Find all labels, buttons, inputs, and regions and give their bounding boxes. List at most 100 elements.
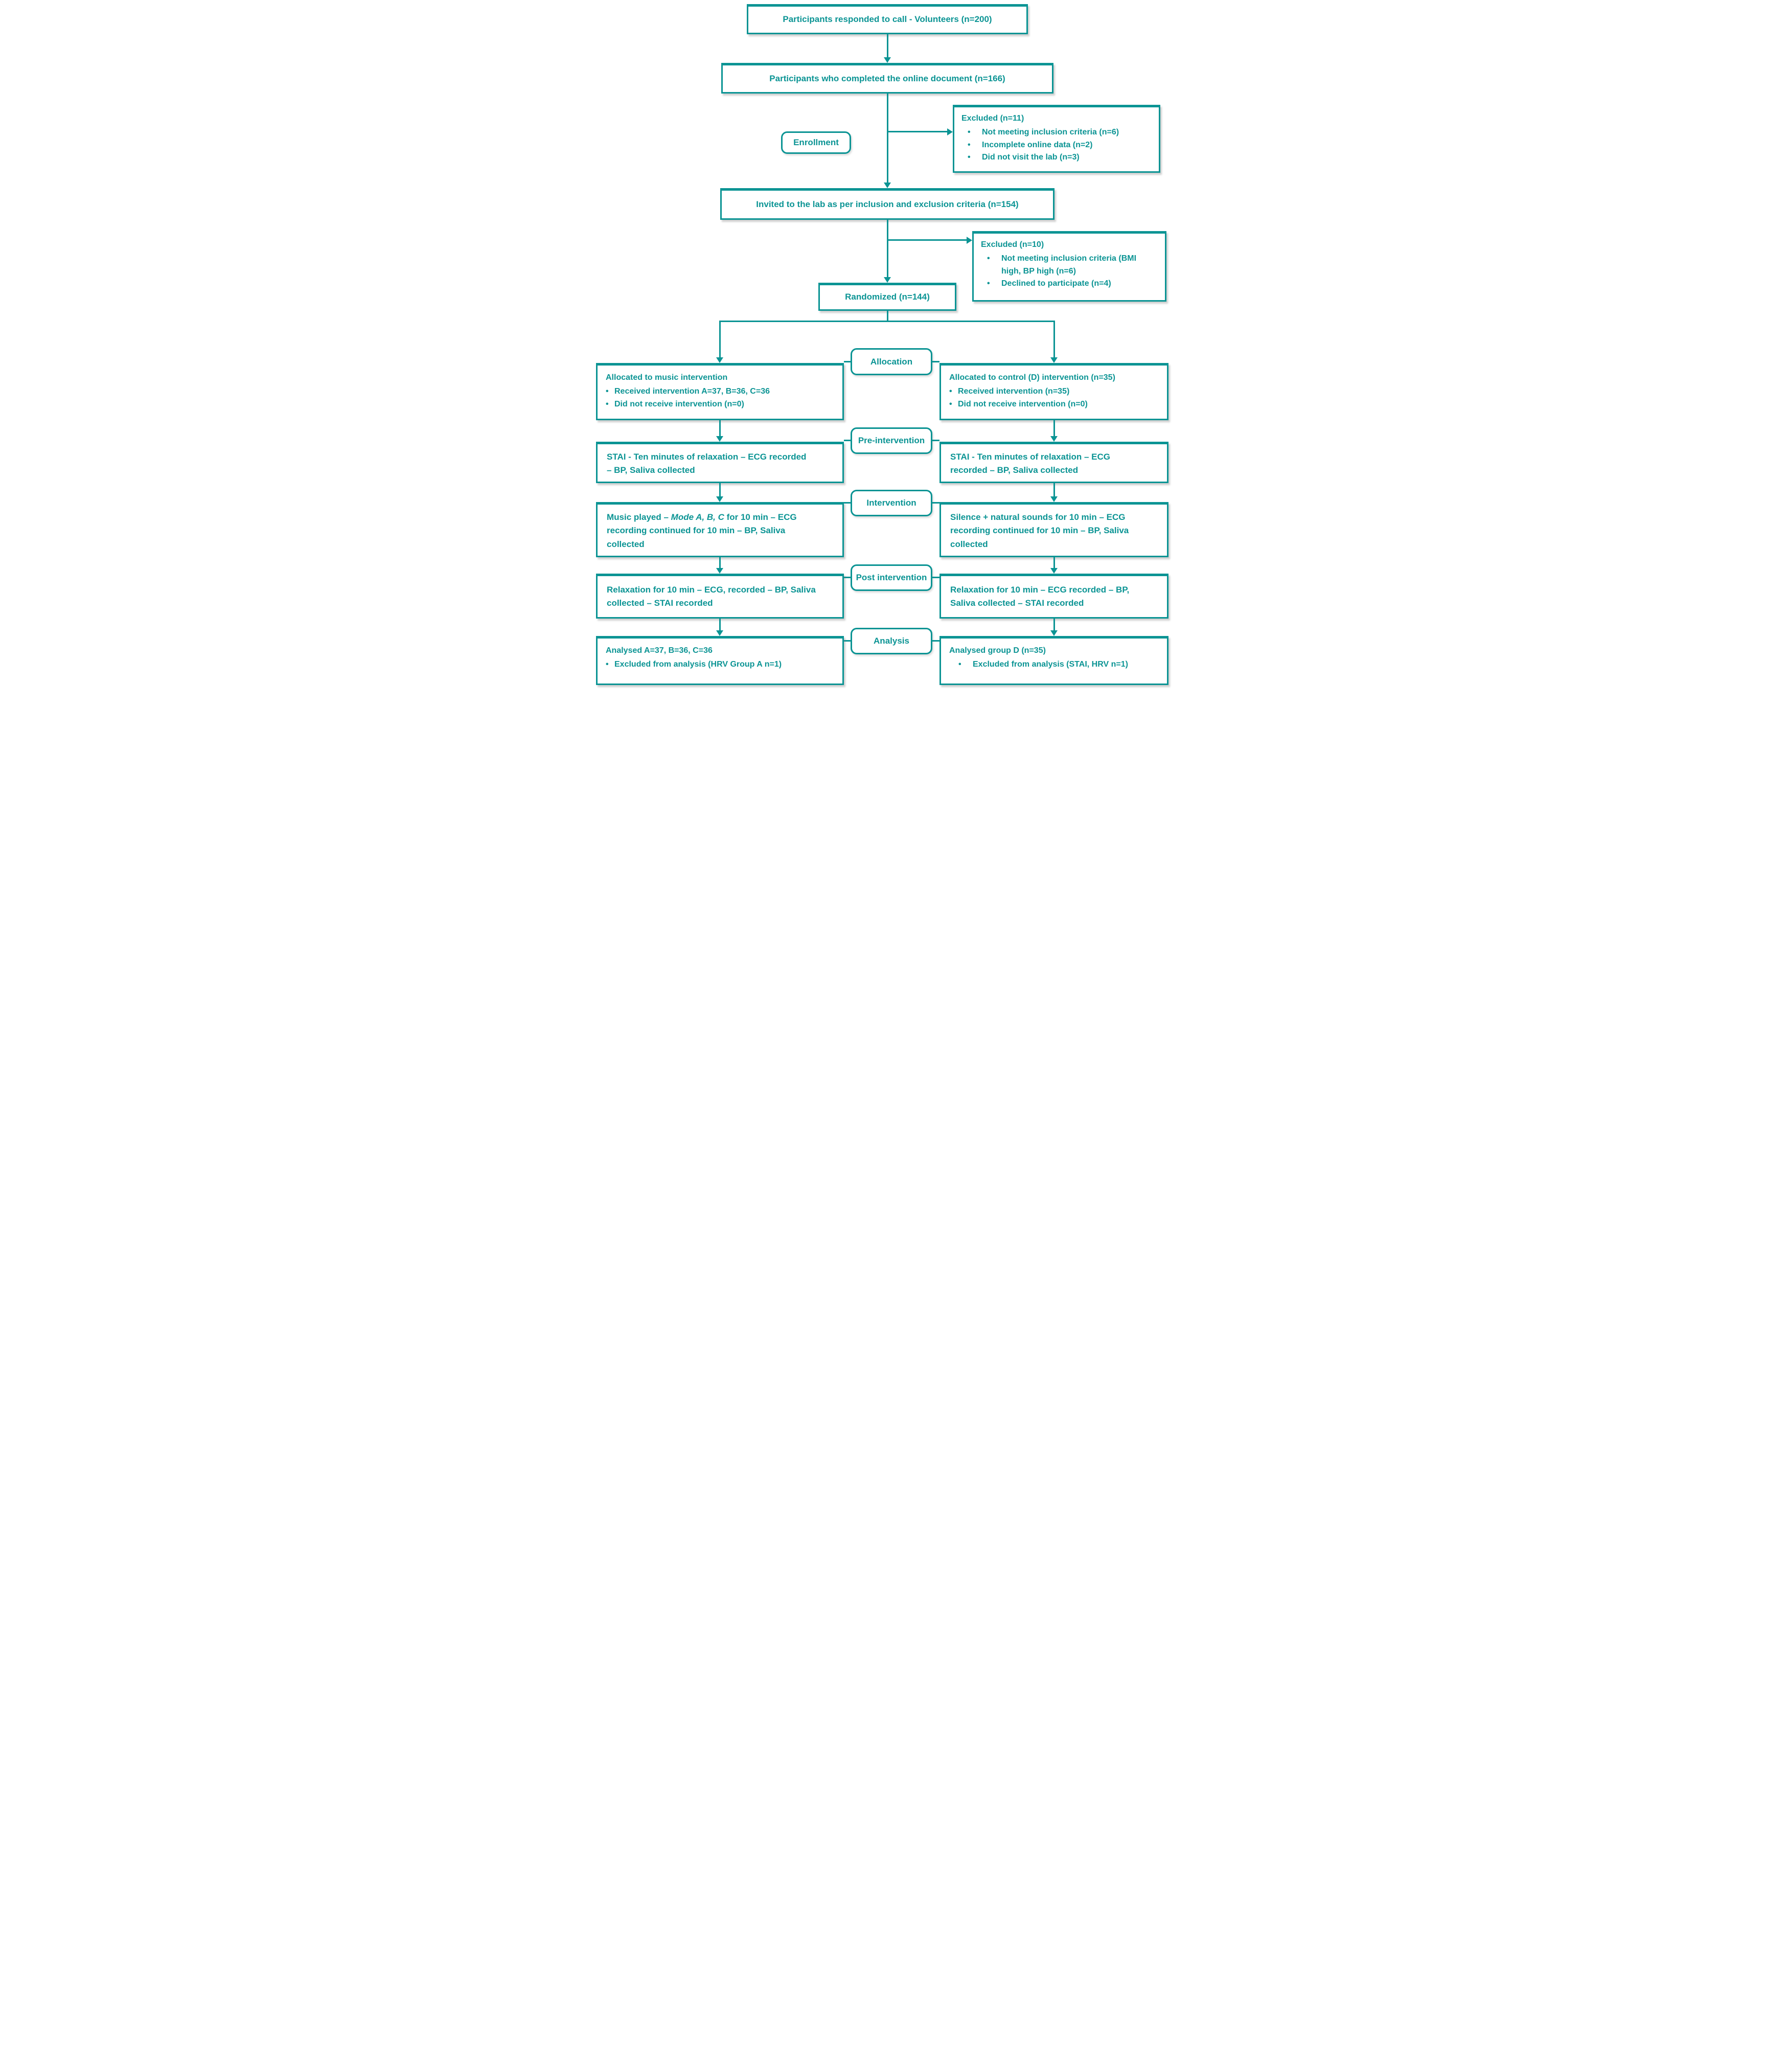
- connector-randomized-split: [887, 311, 888, 322]
- list-item: Did not visit the lab (n=3): [961, 151, 1152, 164]
- allocation-control-list: Received intervention (n=35) Did not rec…: [949, 385, 1160, 411]
- excluded-randomization-list: Not meeting inclusion criteria (BMI high…: [981, 253, 1158, 290]
- connector-split-horizontal: [719, 321, 1055, 322]
- list-item-text: Excluded from analysis (HRV Group A n=1): [614, 659, 782, 669]
- connector-alloc-pre-left: [719, 420, 721, 437]
- box-invited-text: Invited to the lab as per inclusion and …: [756, 199, 1019, 209]
- list-item: Incomplete online data (n=2): [961, 139, 1152, 152]
- arrowhead-allocation-control: [1050, 357, 1058, 363]
- box-volunteers: Participants responded to call - Volunte…: [747, 4, 1028, 34]
- box-analysis-music: Analysed A=37, B=36, C=36 Excluded from …: [596, 636, 844, 685]
- list-item-text: Not meeting inclusion criteria (n=6): [982, 127, 1119, 136]
- list-item-text: Excluded from analysis (STAI, HRV n=1): [973, 659, 1128, 669]
- allocation-music-title: Allocated to music intervention: [606, 373, 728, 382]
- list-item: Received intervention A=37, B=36, C=36: [606, 385, 835, 398]
- arrowhead-pre-music: [716, 436, 723, 442]
- connector-post-ana-left: [719, 619, 721, 631]
- analysis-music-title: Analysed A=37, B=36, C=36: [606, 646, 713, 655]
- arrowhead-post-music: [716, 568, 723, 574]
- stage-label-intervention-text: Intervention: [866, 498, 916, 508]
- excluded-enrollment-title: Excluded (n=11): [961, 114, 1024, 123]
- list-item-text: Did not visit the lab (n=3): [982, 153, 1080, 162]
- intervention-music-text-prefix: Music played –: [607, 512, 671, 522]
- box-completed-text: Participants who completed the online do…: [769, 73, 1005, 83]
- intervention-control-text: Silence + natural sounds for 10 min – EC…: [950, 512, 1129, 549]
- connector-intervention-label-left: [844, 502, 851, 504]
- box-pre-intervention-music: STAI - Ten minutes of relaxation – ECG r…: [596, 442, 844, 483]
- arrowhead-intervention-music: [716, 496, 723, 502]
- box-intervention-control: Silence + natural sounds for 10 min – EC…: [939, 502, 1168, 557]
- box-intervention-music: Music played – Mode A, B, C for 10 min –…: [596, 502, 844, 557]
- list-item: Did not receive intervention (n=0): [606, 398, 835, 411]
- box-completed: Participants who completed the online do…: [721, 63, 1053, 94]
- box-post-intervention-control: Relaxation for 10 min – ECG recorded – B…: [939, 574, 1168, 619]
- allocation-control-title: Allocated to control (D) intervention (n…: [949, 373, 1115, 382]
- stage-label-allocation-text: Allocation: [870, 356, 913, 367]
- connector-pre-int-right: [1053, 483, 1055, 497]
- stage-label-pre-intervention: Pre-intervention: [851, 427, 932, 454]
- arrowhead-intervention-control: [1050, 496, 1058, 502]
- list-item: Did not receive intervention (n=0): [949, 398, 1160, 411]
- connector-completed-invited: [887, 94, 888, 183]
- stage-label-analysis: Analysis: [851, 628, 932, 654]
- box-excluded-enrollment: Excluded (n=11) Not meeting inclusion cr…: [953, 105, 1160, 173]
- connector-int-post-left: [719, 557, 721, 568]
- box-allocation-control: Allocated to control (D) intervention (n…: [939, 363, 1168, 420]
- arrowhead-excluded-enrollment: [947, 128, 953, 135]
- arrowhead-analysis-music: [716, 630, 723, 636]
- list-item: Excluded from analysis (STAI, HRV n=1): [949, 658, 1160, 671]
- stage-label-post-intervention-text: Post intervention: [856, 573, 927, 582]
- connector-post-label-right: [932, 577, 939, 578]
- connector-pre-label-left: [844, 440, 851, 441]
- connector-split-right: [1053, 321, 1055, 357]
- arrowhead-pre-control: [1050, 436, 1058, 442]
- stage-label-post-intervention: Post intervention: [851, 564, 932, 591]
- intervention-music-text-italic: Mode A, B, C: [671, 512, 724, 522]
- analysis-control-title: Analysed group D (n=35): [949, 646, 1046, 655]
- arrowhead-excluded-randomization: [967, 237, 972, 244]
- arrowhead-post-control: [1050, 568, 1058, 574]
- box-volunteers-text: Participants responded to call - Volunte…: [783, 14, 992, 25]
- pre-intervention-control-text: STAI - Ten minutes of relaxation – ECG r…: [950, 452, 1110, 475]
- connector-alloc-pre-right: [1053, 420, 1055, 437]
- post-intervention-music-text: Relaxation for 10 min – ECG, recorded – …: [607, 585, 816, 608]
- list-item: Not meeting inclusion criteria (n=6): [961, 126, 1152, 139]
- list-item-text: Not meeting inclusion criteria (BMI high…: [1001, 254, 1137, 276]
- analysis-music-list: Excluded from analysis (HRV Group A n=1): [606, 658, 835, 671]
- box-pre-intervention-control: STAI - Ten minutes of relaxation – ECG r…: [939, 442, 1168, 483]
- connector-pre-label-right: [932, 440, 939, 441]
- box-post-intervention-music: Relaxation for 10 min – ECG, recorded – …: [596, 574, 844, 619]
- stage-label-intervention: Intervention: [851, 490, 932, 516]
- post-intervention-control-text: Relaxation for 10 min – ECG recorded – B…: [950, 585, 1130, 608]
- box-analysis-control: Analysed group D (n=35) Excluded from an…: [939, 636, 1168, 685]
- connector-analysis-label-left: [844, 640, 851, 642]
- stage-label-allocation: Allocation: [851, 348, 932, 375]
- stage-label-enrollment: Enrollment: [781, 131, 851, 154]
- connector-post-ana-right: [1053, 619, 1055, 631]
- arrowhead-analysis-control: [1050, 630, 1058, 636]
- connector-allocation-label-left: [844, 361, 851, 362]
- excluded-enrollment-list: Not meeting inclusion criteria (n=6) Inc…: [961, 126, 1152, 164]
- connector-int-post-right: [1053, 557, 1055, 568]
- stage-label-analysis-text: Analysis: [874, 636, 909, 646]
- arrowhead-invited: [884, 183, 891, 188]
- stage-label-pre-intervention-text: Pre-intervention: [858, 436, 925, 445]
- list-item: Not meeting inclusion criteria (BMI high…: [981, 253, 1142, 278]
- connector-split-left: [719, 321, 721, 357]
- intervention-music-text-suffix: for 10 min – ECG recording continued for…: [607, 512, 797, 549]
- list-item: Declined to participate (n=4): [981, 278, 1142, 290]
- list-item: Received intervention (n=35): [949, 385, 1160, 398]
- list-item-text: Received intervention (n=35): [958, 386, 1070, 396]
- pre-intervention-music-text: STAI - Ten minutes of relaxation – ECG r…: [607, 452, 807, 475]
- connector-allocation-label-right: [932, 361, 939, 362]
- box-allocation-music: Allocated to music intervention Received…: [596, 363, 844, 420]
- connector-post-label-left: [844, 577, 851, 578]
- connector-branch-excluded-randomization: [887, 239, 967, 241]
- excluded-randomization-title: Excluded (n=10): [981, 240, 1044, 249]
- box-invited: Invited to the lab as per inclusion and …: [720, 188, 1055, 220]
- box-excluded-randomization: Excluded (n=10) Not meeting inclusion cr…: [972, 231, 1166, 302]
- list-item-text: Received intervention A=37, B=36, C=36: [614, 386, 770, 396]
- stage-label-enrollment-text: Enrollment: [793, 138, 839, 147]
- arrowhead-allocation-music: [716, 357, 723, 363]
- connector-invited-randomized: [887, 220, 888, 277]
